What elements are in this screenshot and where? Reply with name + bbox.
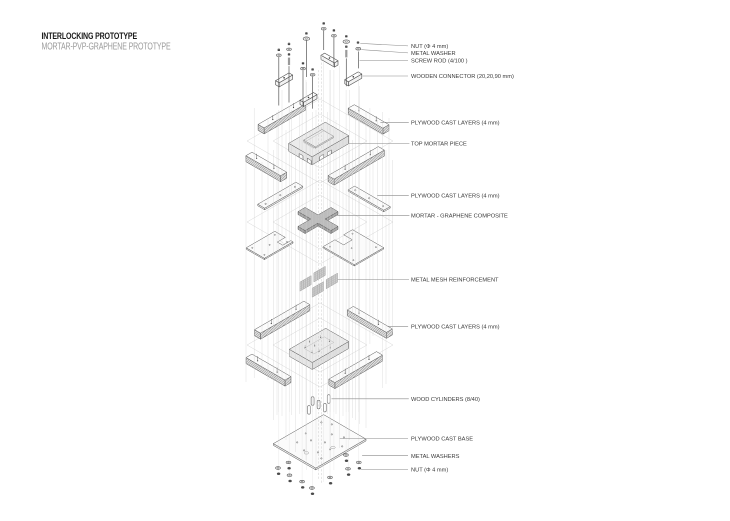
svg-text:METAL WASHER: METAL WASHER <box>411 51 456 57</box>
svg-text:NUT (Φ 4 mm): NUT (Φ 4 mm) <box>411 468 448 474</box>
svg-text:PLYWOOD CAST BASE: PLYWOOD CAST BASE <box>411 437 473 443</box>
svg-text:METAL WASHERS: METAL WASHERS <box>411 454 460 460</box>
svg-text:NUT (Φ 4 mm): NUT (Φ 4 mm) <box>411 44 448 50</box>
svg-text:METAL MESH REINFORCEMENT: METAL MESH REINFORCEMENT <box>411 278 499 284</box>
svg-text:WOOD CYLINDERS (8/40): WOOD CYLINDERS (8/40) <box>411 397 480 403</box>
svg-text:MORTAR-PVP-GRAPHENE PROTOTYPE: MORTAR-PVP-GRAPHENE PROTOTYPE <box>42 41 171 52</box>
svg-text:PLYWOOD CAST LAYERS (4 mm): PLYWOOD CAST LAYERS (4 mm) <box>411 120 500 126</box>
svg-text:PLYWOOD CAST LAYERS (4 mm): PLYWOOD CAST LAYERS (4 mm) <box>411 193 500 199</box>
svg-text:PLYWOOD CAST LAYERS (4 mm): PLYWOOD CAST LAYERS (4 mm) <box>411 324 500 330</box>
svg-text:MORTAR - GRAPHENE COMPOSITE: MORTAR - GRAPHENE COMPOSITE <box>411 213 508 219</box>
svg-text:WOODEN CONNECTOR (20,20,90 mm): WOODEN CONNECTOR (20,20,90 mm) <box>411 74 514 80</box>
svg-text:SCREW ROD (4/100 ): SCREW ROD (4/100 ) <box>411 59 468 65</box>
svg-text:TOP MORTAR PIECE: TOP MORTAR PIECE <box>411 142 467 148</box>
svg-text:INTERLOCKING PROTOTYPE: INTERLOCKING PROTOTYPE <box>42 31 138 42</box>
